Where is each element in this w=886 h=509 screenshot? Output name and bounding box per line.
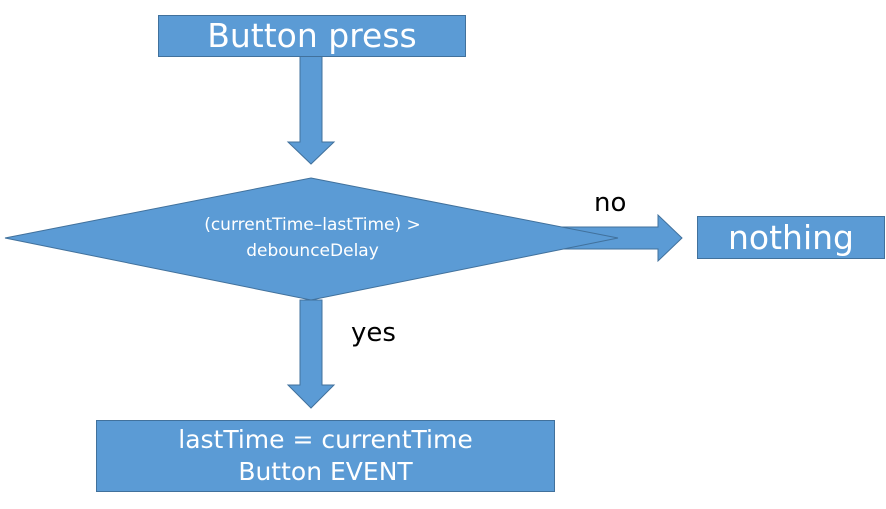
yes-result-line1: lastTime = currentTime — [178, 425, 473, 454]
edge-label-no: no — [594, 188, 627, 218]
arrow-decision-to-yes — [286, 299, 336, 409]
decision-condition: (currentTime–lastTime) > debounceDelay — [140, 212, 485, 264]
start-node-label: Button press — [207, 16, 417, 55]
decision-condition-line2: debounceDelay — [246, 241, 379, 261]
decision-diamond — [4, 177, 619, 301]
decision-condition-line1: (currentTime–lastTime) > — [204, 215, 421, 235]
yes-result-line2: Button EVENT — [238, 457, 413, 486]
edge-label-yes: yes — [351, 318, 396, 348]
yes-result-node: lastTime = currentTime Button EVENT — [96, 420, 555, 492]
no-result-label: nothing — [728, 217, 854, 257]
start-node: Button press — [158, 15, 466, 57]
arrow-start-to-decision — [286, 55, 336, 165]
no-result-node: nothing — [697, 216, 885, 259]
